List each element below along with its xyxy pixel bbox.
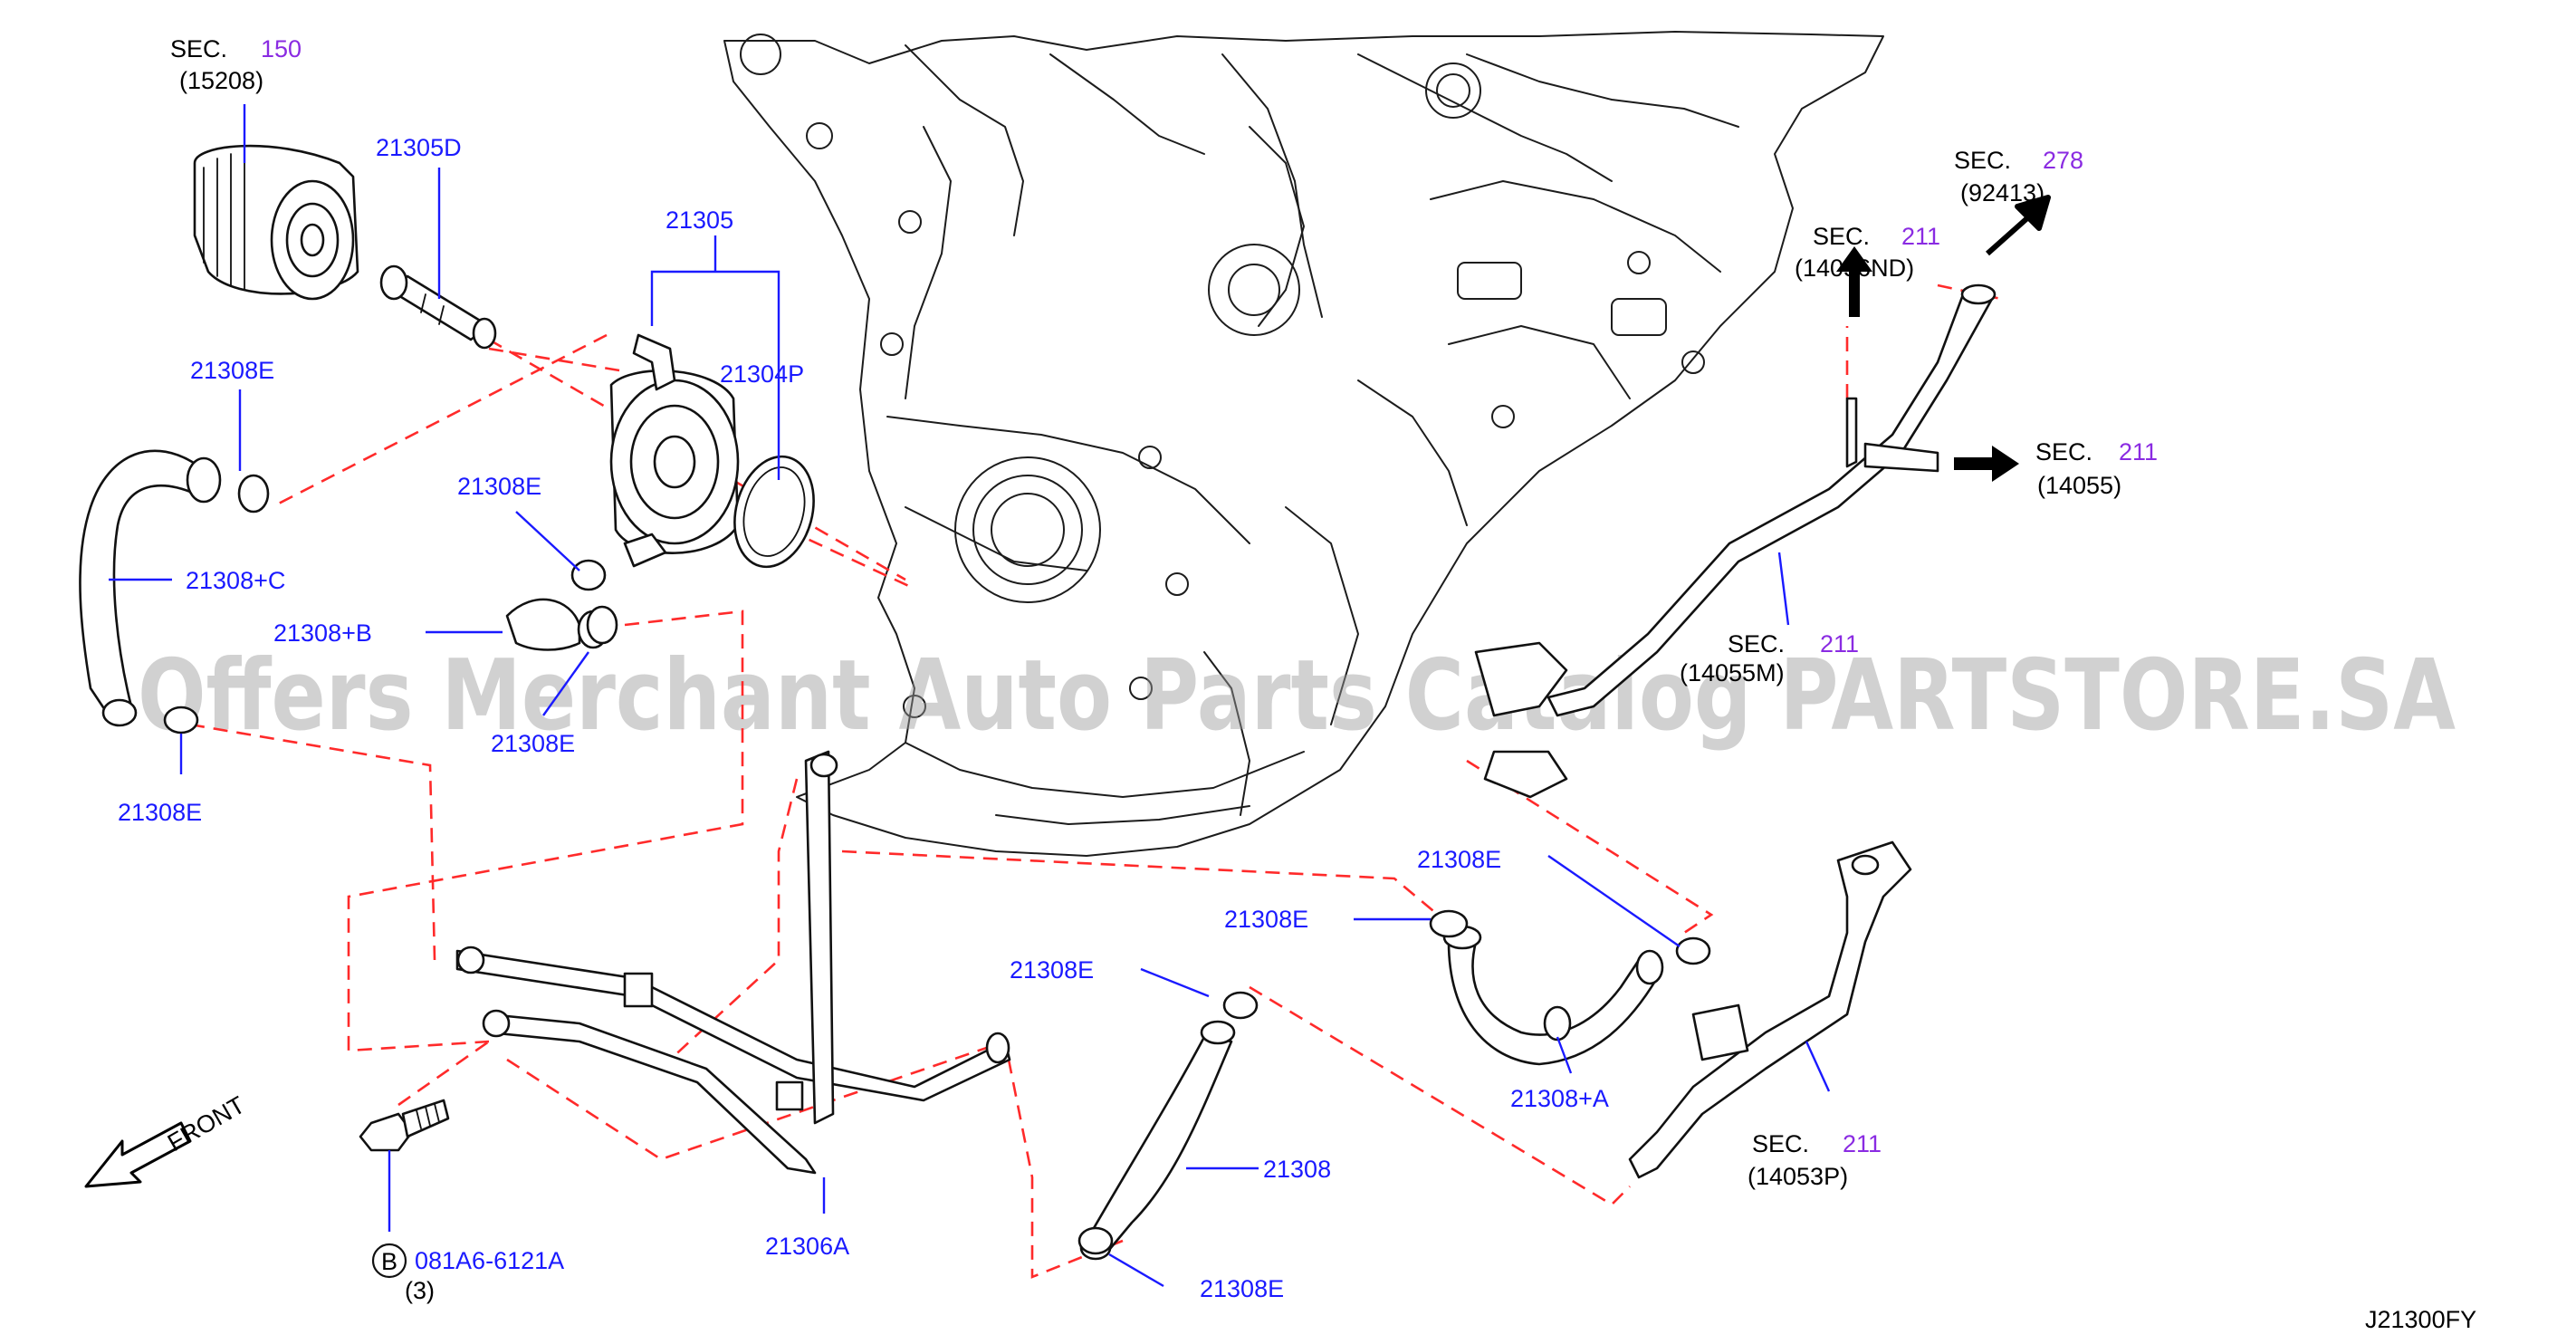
sec-211-b-prefix: SEC. <box>2035 438 2092 466</box>
sec-278-number: 278 <box>2043 147 2083 174</box>
sec-150-prefix: SEC. <box>170 35 227 62</box>
sec-211-a-number: 211 <box>1901 223 1940 250</box>
part-21305D[interactable]: 21305D <box>376 134 462 161</box>
front-arrow-icon <box>84 1121 192 1188</box>
sec-150-number: 150 <box>261 35 302 62</box>
part-21305[interactable]: 21305 <box>666 206 733 234</box>
part-21308C[interactable]: 21308+C <box>186 567 285 594</box>
sec-211-d-prefix: SEC. <box>1752 1130 1809 1157</box>
bolt-badge-letter: B <box>381 1248 397 1275</box>
arrow-up-right-icon <box>1986 195 2051 256</box>
arrow-right-icon <box>1954 446 2019 482</box>
water-hose <box>1079 1020 1236 1261</box>
arrow-up-icon <box>1836 246 1872 317</box>
part-21306A[interactable]: 21306A <box>765 1233 849 1260</box>
sec-211-a-prefix: SEC. <box>1813 223 1870 250</box>
front-direction-label: FRONT <box>163 1091 250 1157</box>
sec-211-b-code: (14055) <box>2037 472 2121 499</box>
diagram-code: J21300FY <box>2365 1306 2476 1333</box>
part-21308E-b[interactable]: 21308E <box>457 473 541 500</box>
part-21308E-c[interactable]: 21308E <box>491 730 575 757</box>
part-21308E-a[interactable]: 21308E <box>190 357 274 384</box>
sec-211-d-code: (14053P) <box>1748 1163 1848 1190</box>
part-21308E-g[interactable]: 21308E <box>1010 956 1094 984</box>
part-21308E-f[interactable]: 21308E <box>1224 906 1308 933</box>
part-21304P[interactable]: 21304P <box>720 360 804 388</box>
sec-278-prefix: SEC. <box>1954 147 2011 174</box>
water-inlet-pipe <box>1628 840 1912 1179</box>
direction-arrows <box>84 195 2051 1188</box>
sec-211-a-code: (14056ND) <box>1795 254 1914 282</box>
engine-block-illustration <box>723 31 1884 857</box>
bolt-quantity: (3) <box>405 1277 435 1304</box>
sec-278-code: (92413) <box>1960 179 2045 206</box>
water-hose-c <box>79 449 222 727</box>
water-hose-a <box>1442 925 1664 1066</box>
sec-211-c-prefix: SEC. <box>1728 630 1785 658</box>
sec-211-d-number: 211 <box>1843 1130 1882 1157</box>
bolt-part-number[interactable]: 081A6-6121A <box>415 1247 564 1274</box>
reference-dash-lines <box>189 283 2002 1279</box>
oil-cooler-gasket <box>733 455 815 569</box>
bolt <box>359 1099 450 1152</box>
part-21308E-d[interactable]: 21308E <box>118 799 202 826</box>
sec-211-b-number: 211 <box>2119 438 2158 466</box>
bolt-badge-circle <box>371 1243 407 1279</box>
oil-cooler <box>609 333 740 568</box>
water-outlet-pipe <box>1474 283 1997 799</box>
sec-150-code: (15208) <box>179 67 263 94</box>
part-21308[interactable]: 21308 <box>1263 1156 1331 1183</box>
oil-cooler-connector <box>379 264 497 350</box>
part-21308A[interactable]: 21308+A <box>1510 1085 1609 1112</box>
part-21308B[interactable]: 21308+B <box>273 619 372 647</box>
leader-lines <box>109 104 1831 1288</box>
part-21308E-e[interactable]: 21308E <box>1417 846 1501 873</box>
sec-211-c-number: 211 <box>1820 630 1859 658</box>
water-pipe <box>455 750 1011 1175</box>
part-21308E-h[interactable]: 21308E <box>1200 1275 1284 1302</box>
hose-clamps <box>163 474 1711 1255</box>
sec-211-c-code: (14055M) <box>1680 659 1785 686</box>
watermark-text: Offers Merchant Auto Parts Catalog PARTS… <box>138 639 2456 753</box>
oil-filter <box>193 144 359 301</box>
